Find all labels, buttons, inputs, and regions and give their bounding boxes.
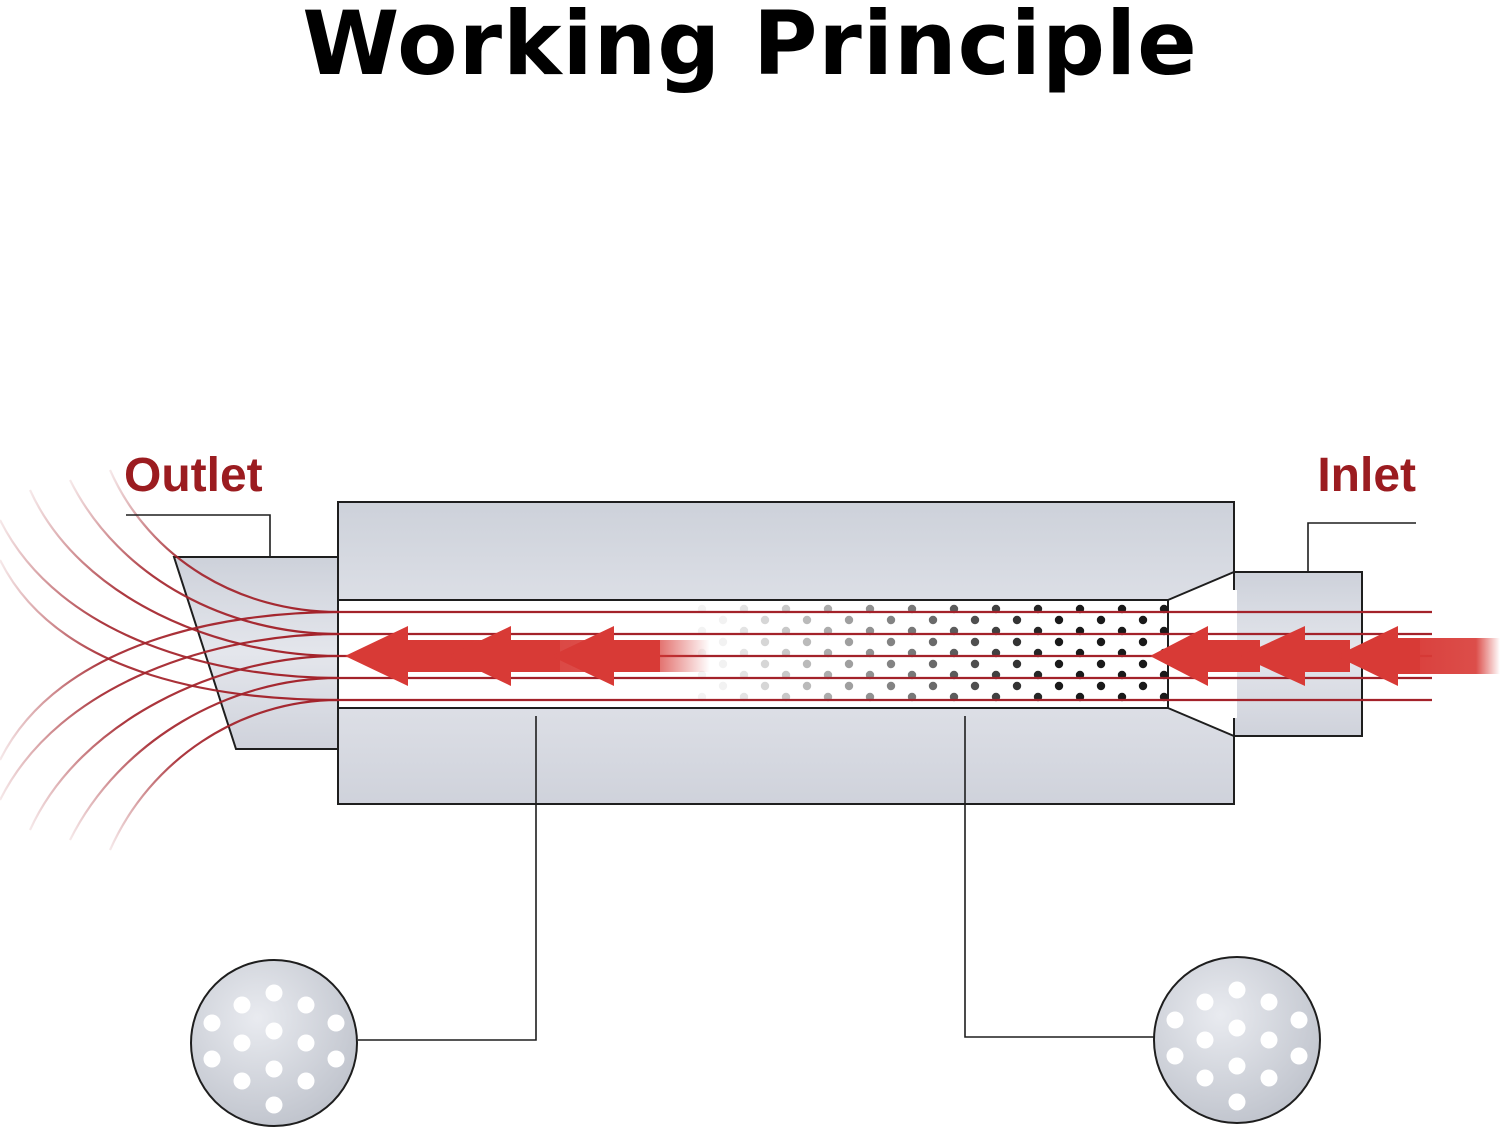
perforation-hole xyxy=(1012,659,1022,669)
perforation-hole xyxy=(802,659,812,669)
disc-hole xyxy=(1228,1019,1246,1037)
flow-arrows-inlet xyxy=(1150,626,1500,686)
perforation-hole xyxy=(1012,637,1022,647)
perforation-hole xyxy=(718,615,728,625)
disc-hole xyxy=(1166,1011,1184,1029)
perforation-hole xyxy=(1054,615,1064,625)
perforation-hole xyxy=(760,637,770,647)
perforation-hole xyxy=(1138,681,1148,691)
disc-hole xyxy=(327,1014,345,1032)
perforation-hole xyxy=(760,615,770,625)
disc-hole xyxy=(265,1060,283,1078)
disc-hole xyxy=(1166,1047,1184,1065)
perforation-hole xyxy=(802,615,812,625)
disc-hole xyxy=(1260,1031,1278,1049)
perforation-hole xyxy=(886,615,896,625)
disc-hole xyxy=(1260,1069,1278,1087)
perforated-tube-cross-section-icon xyxy=(190,959,358,1127)
perforation-hole xyxy=(760,681,770,691)
perforation-hole xyxy=(802,681,812,691)
perforation-hole xyxy=(844,659,854,669)
disc-hole xyxy=(265,1022,283,1040)
perforation-hole xyxy=(970,681,980,691)
perforation-hole xyxy=(1096,659,1106,669)
perforation-hole xyxy=(1012,681,1022,691)
perforation-hole xyxy=(718,681,728,691)
perforated-tube-cross-section-icon xyxy=(1153,956,1321,1124)
perforation-hole xyxy=(844,615,854,625)
perforation-hole xyxy=(1138,659,1148,669)
disc-hole xyxy=(203,1050,221,1068)
disc-hole xyxy=(1290,1011,1308,1029)
disc-hole xyxy=(265,1096,283,1114)
perforation-hole xyxy=(1054,681,1064,691)
disc-hole xyxy=(1290,1047,1308,1065)
disc-hole xyxy=(1196,1031,1214,1049)
perforation-hole xyxy=(928,615,938,625)
perforation-hole xyxy=(802,637,812,647)
outlet-flow-curves xyxy=(0,469,339,851)
perforation-hole xyxy=(1138,637,1148,647)
perforation-hole xyxy=(928,637,938,647)
perforation-hole xyxy=(844,681,854,691)
disc-hole xyxy=(1196,993,1214,1011)
perforation-hole xyxy=(886,637,896,647)
disc-hole xyxy=(233,1072,251,1090)
perforation-hole xyxy=(718,637,728,647)
disc-hole xyxy=(297,1072,315,1090)
outlet-label: Outlet xyxy=(124,449,263,502)
perforation-hole xyxy=(1012,615,1022,625)
leader-lines xyxy=(126,514,1416,1041)
disc-hole xyxy=(233,1034,251,1052)
disc-hole xyxy=(1228,981,1246,999)
perforation-hole xyxy=(1054,659,1064,669)
inlet-label: Inlet xyxy=(1317,449,1416,502)
perforation-hole xyxy=(970,615,980,625)
disc-hole xyxy=(265,984,283,1002)
disc-hole xyxy=(1196,1069,1214,1087)
perforation-hole xyxy=(886,681,896,691)
disc-hole xyxy=(297,996,315,1014)
page-title: Working Principle xyxy=(302,0,1198,95)
perforation-hole xyxy=(844,637,854,647)
perforation-hole xyxy=(886,659,896,669)
disc-hole xyxy=(1228,1057,1246,1075)
perforation-hole xyxy=(1096,681,1106,691)
perforation-hole xyxy=(1096,615,1106,625)
perforation-hole xyxy=(1138,615,1148,625)
disc-hole xyxy=(233,996,251,1014)
perforation-hole xyxy=(760,659,770,669)
disc-hole xyxy=(1260,993,1278,1011)
disc-hole xyxy=(297,1034,315,1052)
disc-hole xyxy=(1228,1093,1246,1111)
perforation-hole xyxy=(1054,637,1064,647)
disc-hole xyxy=(327,1050,345,1068)
perforation-hole xyxy=(1096,637,1106,647)
perforation-hole xyxy=(928,681,938,691)
perforation-hole xyxy=(928,659,938,669)
disc-hole xyxy=(203,1014,221,1032)
perforation-hole xyxy=(970,659,980,669)
perforation-hole xyxy=(718,659,728,669)
perforation-hole xyxy=(970,637,980,647)
flow-arrows-tube xyxy=(345,626,710,686)
